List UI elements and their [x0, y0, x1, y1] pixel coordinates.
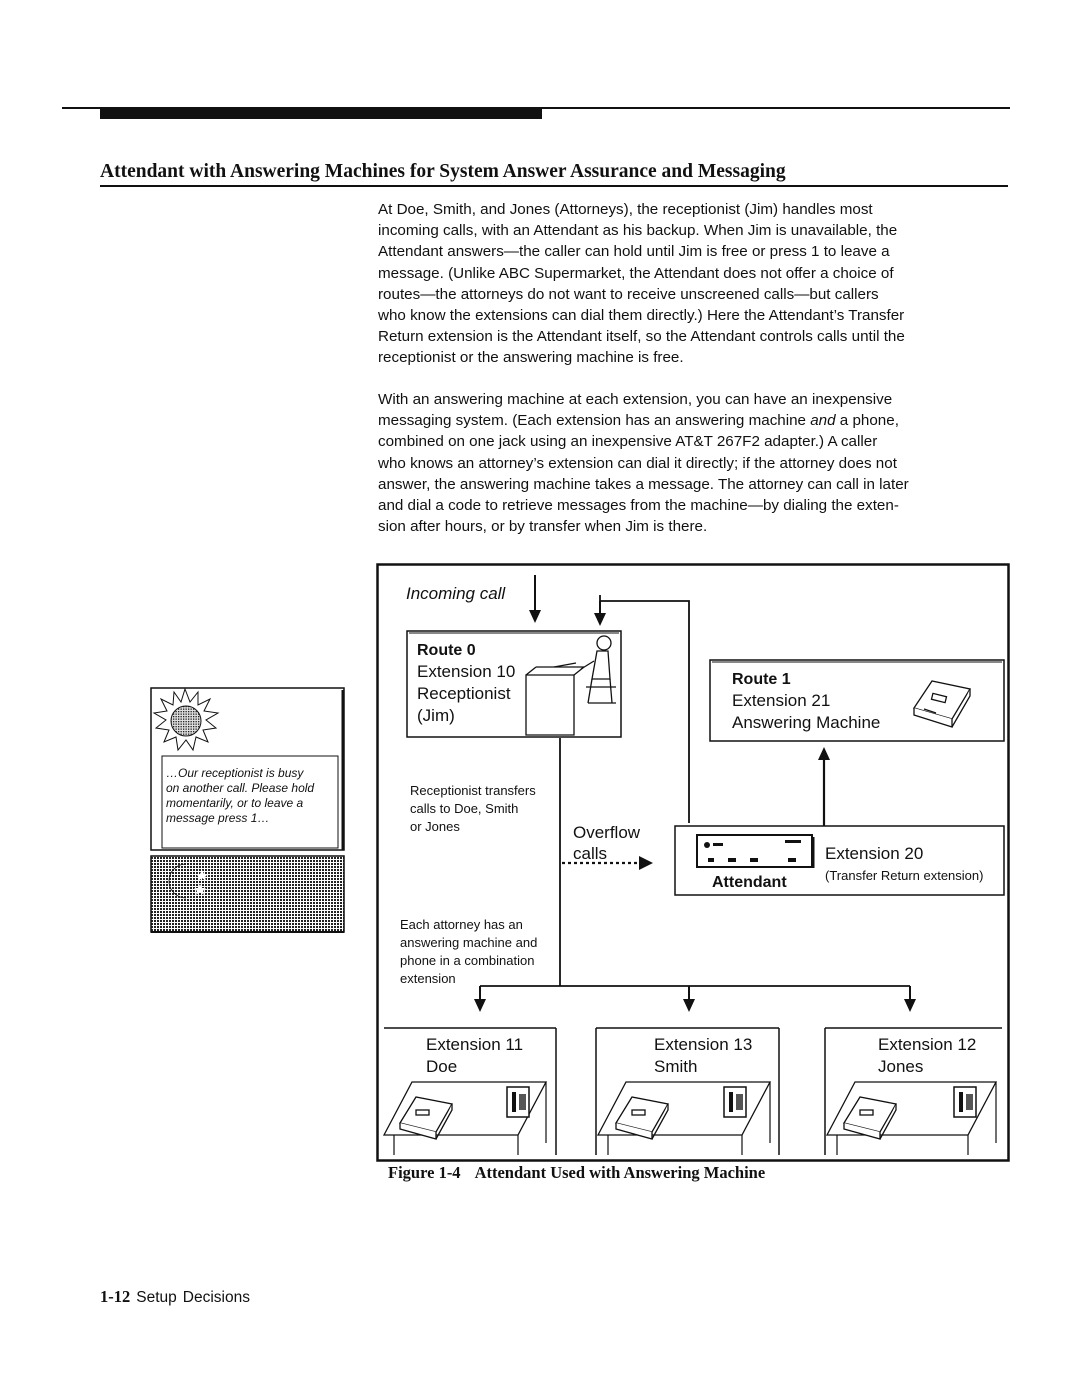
arrow-head: [683, 999, 695, 1012]
text-line: sion after hours, or by transfer when Ji…: [378, 518, 708, 536]
overflow-label: calls: [573, 844, 607, 863]
phone-icon: [953, 1086, 977, 1118]
emphasis-text: and: [810, 412, 836, 430]
extension-number: Extension 11: [426, 1035, 523, 1054]
route0-title: Route 0: [417, 642, 476, 659]
attendant-note: (Transfer Return extension): [825, 868, 983, 883]
text-run: messaging system. (Each extension has an…: [378, 412, 811, 430]
arrow-head: [639, 856, 653, 870]
attorney-note: answering machine and: [400, 935, 537, 950]
heading-underline: [100, 185, 1008, 187]
section-name-word: Decisions: [182, 1289, 250, 1306]
extension-desk-smith: Extension 13 Smith: [595, 1027, 780, 1155]
message-line: message press 1…: [166, 811, 269, 825]
top-rule-bar: [100, 109, 542, 119]
top-rule: [62, 107, 1010, 109]
attorney-note: extension: [400, 971, 456, 986]
call-flow-diagram: Incoming call Route 0 Extension 10 Recep…: [376, 563, 1010, 1162]
figure-caption: Figure 1-4 Attendant Used with Answering …: [388, 1163, 765, 1183]
message-line: …Our receptionist is busy: [166, 766, 304, 780]
text-line: answer, the answering machine takes a me…: [378, 475, 909, 493]
route0-name: (Jim): [417, 706, 455, 725]
extension-desk-doe: Extension 11 Doe: [382, 1027, 557, 1155]
attendant-label: Attendant: [712, 874, 787, 891]
message-line: on another call. Please hold: [166, 781, 314, 795]
route0-role: Receptionist: [417, 684, 511, 703]
figure-title: Attendant Used with Answering Machine: [474, 1163, 766, 1182]
attorney-note: phone in a combination: [400, 953, 534, 968]
attorney-note: Each attorney has an: [400, 917, 523, 932]
page-footer: 1-12 Setup Decisions: [100, 1287, 250, 1307]
body-paragraph-1: At Doe, Smith, and Jones (Attorneys), th…: [378, 199, 1010, 369]
arrow-head: [818, 747, 830, 760]
phone-icon: [506, 1086, 530, 1118]
route0-extension: Extension 10: [417, 662, 515, 681]
extension-name: Smith: [654, 1057, 697, 1076]
text-line: At Doe, Smith, and Jones (Attorneys), th…: [378, 201, 873, 218]
route1-extension: Extension 21: [732, 691, 830, 710]
text-line: who knows an attorney’s extension can di…: [378, 454, 897, 472]
arrow-head: [529, 610, 541, 623]
receptionist-note: or Jones: [410, 819, 460, 834]
answering-machine-icon: [842, 1096, 898, 1140]
message-box: [161, 755, 339, 849]
section-name-word: Setup: [136, 1289, 177, 1306]
text-line: and dial a code to retrieve messages fro…: [378, 497, 899, 515]
route0-box: [406, 630, 622, 738]
arrow-head: [474, 999, 486, 1012]
route1-role: Answering Machine: [732, 713, 880, 732]
answering-machine-icon: [614, 1096, 670, 1140]
figure-label: Figure 1-4: [388, 1163, 461, 1182]
answering-machine-icon: [912, 680, 972, 728]
extension-name: Doe: [426, 1057, 457, 1076]
route1-title: Route 1: [732, 671, 791, 688]
arrow-head: [904, 999, 916, 1012]
attendant-device-icon: [696, 834, 815, 868]
extension-name: Jones: [878, 1057, 923, 1076]
night-panel: [150, 855, 345, 933]
extension-number: Extension 13: [654, 1035, 752, 1054]
overflow-label: Overflow: [573, 823, 641, 842]
incoming-call-label: Incoming call: [406, 584, 506, 603]
extension-desk-jones: Extension 12 Jones: [824, 1027, 1002, 1155]
attendant-extension: Extension 20: [825, 844, 923, 863]
day-night-sidebar: …Our receptionist is busy on another cal…: [150, 687, 345, 933]
arrow-head: [594, 613, 606, 626]
body-paragraph-2: With an answering machine at each extens…: [378, 389, 1010, 537]
answering-machine-icon: [398, 1096, 454, 1140]
extension-number: Extension 12: [878, 1035, 976, 1054]
receptionist-note: calls to Doe, Smith: [410, 801, 518, 816]
text-line: incoming calls, with an Attendant as his…: [378, 222, 898, 240]
text-line: routes—the attorneys do not want to rece…: [378, 285, 879, 303]
phone-icon: [723, 1086, 747, 1118]
return-line: [599, 595, 690, 823]
section-heading: Attendant with Answering Machines for Sy…: [100, 161, 786, 182]
message-line: momentarily, or to leave a: [166, 796, 303, 810]
text-line: combined on one jack using an inexpensiv…: [378, 433, 878, 451]
sun-icon: [152, 687, 220, 752]
text-line: messaging system. (Each extension has an…: [378, 410, 1010, 431]
receptionist-note: Receptionist transfers: [410, 783, 536, 798]
moon-icon: [168, 863, 187, 899]
text-line: With an answering machine at each extens…: [378, 391, 893, 408]
star-icon: [194, 870, 208, 895]
text-line: who know the extensions can dial them di…: [378, 307, 905, 325]
text-line: message. (Unlike ABC Supermarket, the At…: [378, 264, 894, 282]
text-run: a phone,: [835, 412, 899, 430]
page-number: 1-12: [100, 1287, 131, 1306]
text-line: Attendant answers—the caller can hold un…: [378, 243, 890, 261]
receptionist-icon: [525, 635, 616, 736]
text-line: receptionist or the answering machine is…: [378, 349, 684, 367]
text-line: Return extension is the Attendant itself…: [378, 328, 905, 346]
